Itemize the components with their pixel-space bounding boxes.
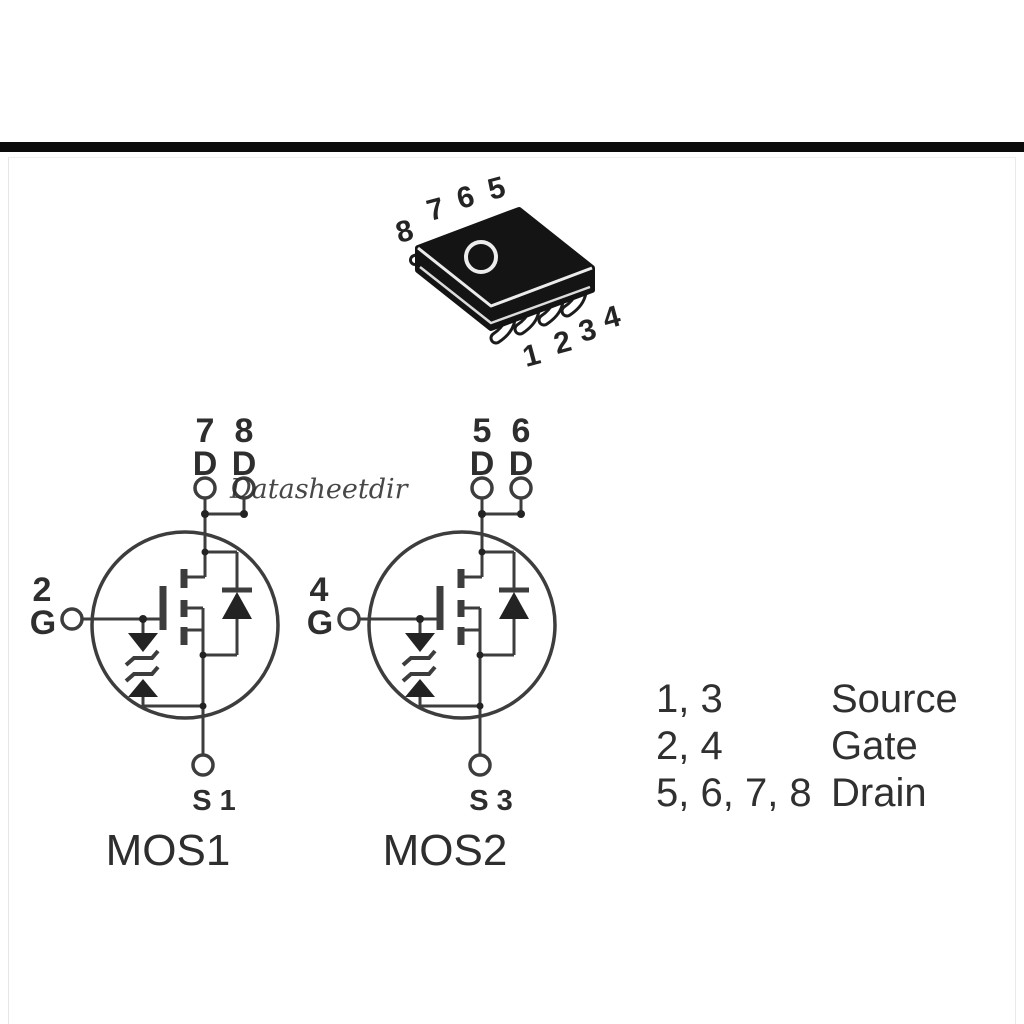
package-pin7-label: 7	[423, 192, 448, 228]
mos1-gate-letter: G	[30, 604, 56, 642]
mos2-gate-letter: G	[307, 604, 333, 642]
watermark-text: Datasheetdir	[229, 474, 410, 505]
mosfet-circuit-mos2	[339, 478, 555, 775]
legend-row-function: Gate	[831, 724, 918, 768]
mos2-source-label: S 3	[469, 785, 513, 817]
package-pin6-label: 6	[453, 180, 478, 216]
package-pin5-label: 5	[484, 171, 509, 207]
mos1-source-label: S 1	[192, 785, 236, 817]
package-pin1-label: 1	[519, 338, 544, 374]
content-frame	[8, 157, 1016, 1024]
package-pin4-label: 4	[599, 300, 624, 336]
legend-row-pins: 1, 3	[656, 677, 723, 721]
mos2-labels: 5 6 D D 4 G S 3 MOS2	[307, 412, 534, 875]
mos1-title: MOS1	[106, 826, 231, 875]
mos1-pin7-label: 7	[196, 412, 215, 450]
package-pin2-label: 2	[550, 325, 575, 361]
legend-row-pins: 5, 6, 7, 8	[656, 771, 812, 815]
mos1-drain-letter-left: D	[193, 445, 218, 483]
package-top-edge-highlight	[417, 246, 593, 308]
mos1-pin8-label: 8	[235, 412, 254, 450]
mos2-pin5-label: 5	[473, 412, 492, 450]
package-illustration: 8 7 6 5 1 2 3 4	[392, 171, 624, 374]
legend-row-function: Drain	[831, 771, 927, 815]
legend-row-function: Source	[831, 677, 958, 721]
mos2-gate-pin-label: 4	[310, 571, 329, 609]
mos2-pin6-label: 6	[512, 412, 531, 450]
top-divider-bar	[0, 142, 1024, 152]
mos1-drain-letter-right: D	[232, 445, 257, 483]
mos2-title: MOS2	[383, 826, 508, 875]
pin1-index-dimple	[464, 240, 498, 274]
legend-row-pins: 2, 4	[656, 724, 723, 768]
package-bottom-rim-highlight	[419, 266, 591, 325]
mos2-drain-letter-left: D	[470, 445, 495, 483]
mos1-labels: 7 8 D D 2 G S 1 MOS1	[30, 412, 257, 875]
mos2-drain-letter-right: D	[509, 445, 534, 483]
mos1-gate-pin-label: 2	[33, 571, 52, 609]
package-pin8-label: 8	[392, 214, 417, 250]
mosfet-circuit-mos1	[62, 478, 278, 775]
pin-function-legend: 1, 3 Source 2, 4 Gate 5, 6, 7, 8 Drain	[656, 677, 958, 815]
package-pin3-label: 3	[575, 313, 600, 349]
